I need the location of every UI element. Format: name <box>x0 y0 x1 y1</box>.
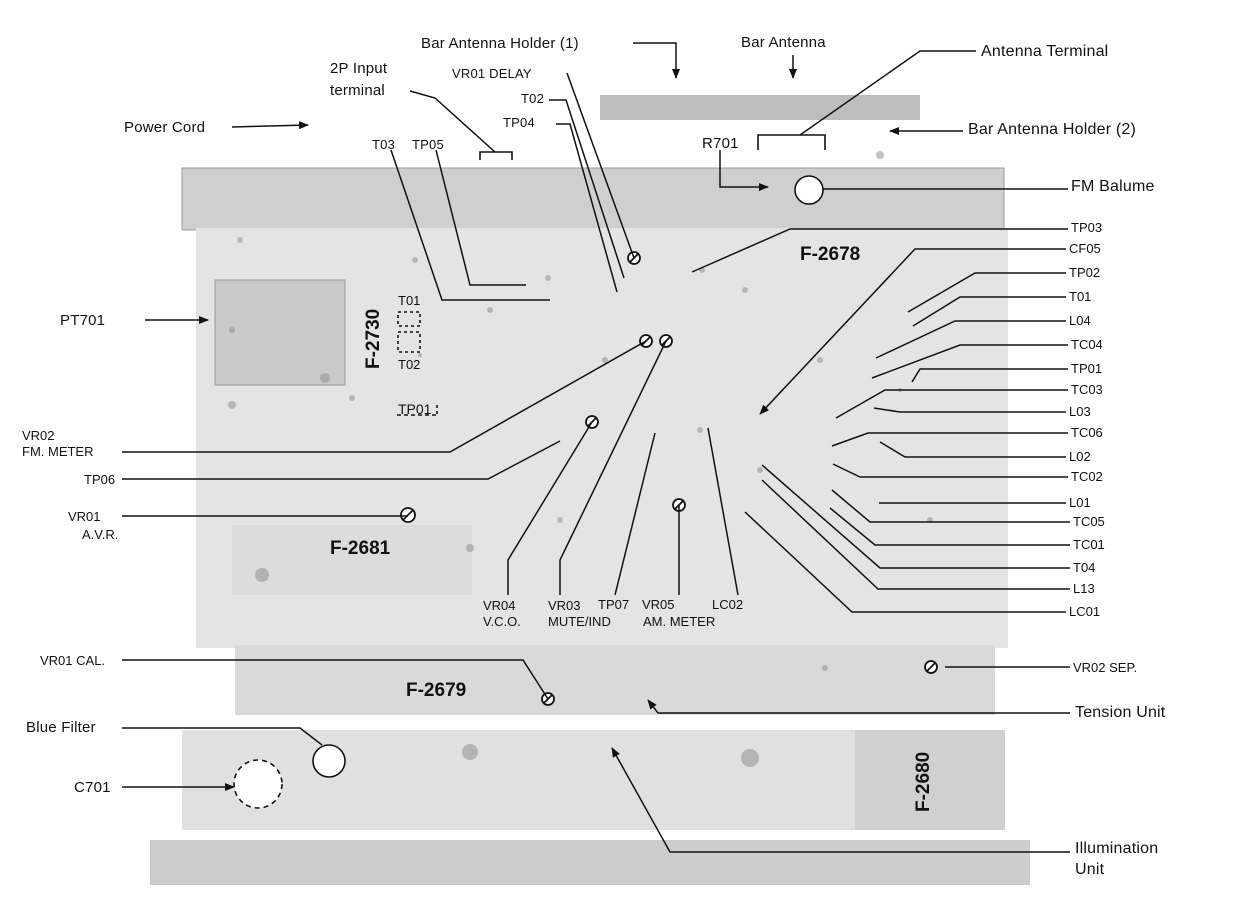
label-t01: T01 <box>1069 289 1092 304</box>
label-power-cord: Power Cord <box>124 119 206 136</box>
label-cf05: CF05 <box>1069 241 1101 256</box>
label-tc03: TC03 <box>1071 382 1103 397</box>
label-illumination-line1: Illumination <box>1075 840 1159 857</box>
label-vr01-delay: VR01 DELAY <box>452 66 532 81</box>
label-vr05-line1: VR05 <box>642 597 675 612</box>
label-tc05: TC05 <box>1073 514 1105 529</box>
label-l04: L04 <box>1069 313 1091 328</box>
label-2p-input-line2: terminal <box>330 82 385 99</box>
board-label-f2681: F-2681 <box>330 538 391 559</box>
board-label-f2680: F-2680 <box>913 751 934 812</box>
label-l03: L03 <box>1069 404 1091 419</box>
label-blue-filter: Blue Filter <box>26 719 96 736</box>
leader-lines <box>122 42 1070 853</box>
label-vr04-line1: VR04 <box>483 598 516 613</box>
label-t04: T04 <box>1073 560 1096 575</box>
board-label-f2678: F-2678 <box>800 244 861 265</box>
label-c701: C701 <box>74 779 111 796</box>
label-l13: L13 <box>1073 581 1095 596</box>
label-l01: L01 <box>1069 495 1091 510</box>
label-2p-input-line1: 2P Input <box>330 60 388 77</box>
board-label-f2730: F-2730 <box>363 308 384 369</box>
label-illumination-line2: Unit <box>1075 861 1105 878</box>
label-bar-antenna: Bar Antenna <box>741 34 826 51</box>
label-tp01: TP01 <box>1071 361 1103 376</box>
label-tp02: TP02 <box>1069 265 1101 280</box>
board-speckle <box>228 151 933 767</box>
label-tp04: TP04 <box>503 115 535 130</box>
label-vr02-fm-line1: VR02 <box>22 428 55 443</box>
label-bar-antenna-holder-1: Bar Antenna Holder (1) <box>421 35 579 52</box>
board-label-t02: T02 <box>398 357 421 372</box>
label-tc04: TC04 <box>1071 337 1103 352</box>
label-vr02-sep: VR02 SEP. <box>1073 660 1138 675</box>
chassis-body <box>150 95 1030 885</box>
label-vr04-line2: V.C.O. <box>483 614 521 629</box>
label-tp06: TP06 <box>84 472 116 487</box>
label-tp05: TP05 <box>412 137 444 152</box>
board-label-f2679: F-2679 <box>406 680 467 701</box>
label-vr03-line2: MUTE/IND <box>548 614 611 629</box>
label-tp03: TP03 <box>1071 220 1103 235</box>
board-label-t01: T01 <box>398 293 421 308</box>
label-tc02: TC02 <box>1071 469 1103 484</box>
label-vr01-avr-line2: A.V.R. <box>82 527 119 542</box>
label-t03: T03 <box>372 137 396 152</box>
label-vr02-fm-line2: FM. METER <box>22 444 94 459</box>
label-l02: L02 <box>1069 449 1091 464</box>
label-antenna-terminal: Antenna Terminal <box>981 43 1109 60</box>
label-t02-top: T02 <box>521 91 545 106</box>
label-pt701: PT701 <box>60 312 106 329</box>
label-tc06: TC06 <box>1071 425 1103 440</box>
label-bar-antenna-holder-2: Bar Antenna Holder (2) <box>968 121 1137 138</box>
label-vr03-line1: VR03 <box>548 598 581 613</box>
label-tc01: TC01 <box>1073 537 1105 552</box>
label-vr01-cal: VR01 CAL. <box>40 653 106 668</box>
label-vr01-avr-line1: VR01 <box>68 509 101 524</box>
board-label-tp01: TP01 <box>398 401 432 417</box>
label-tension-unit: Tension Unit <box>1075 704 1166 721</box>
label-r701: R701 <box>702 135 739 152</box>
label-fm-balume: FM Balume <box>1071 178 1155 195</box>
label-lc01: LC01 <box>1069 604 1101 619</box>
component-outlines <box>233 134 826 809</box>
label-vr05-line2: AM. METER <box>643 614 716 629</box>
label-tp07: TP07 <box>598 597 630 612</box>
label-lc02: LC02 <box>712 597 744 612</box>
